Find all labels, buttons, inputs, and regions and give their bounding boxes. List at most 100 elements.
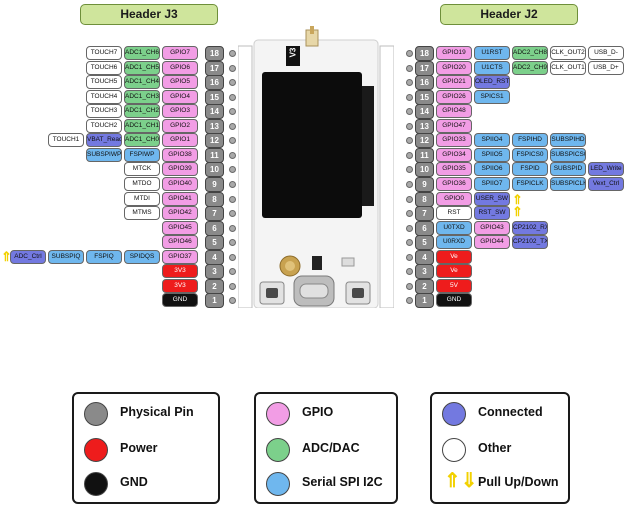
pin-function-label: FSPICS0 xyxy=(512,147,548,162)
pin-function-label: FSPIWP xyxy=(124,147,160,162)
pin-function-label: GPIO47 xyxy=(436,118,472,133)
pin-function-label: FSPICLK xyxy=(512,176,548,191)
header-pin-hole xyxy=(229,224,236,232)
pin-function-label: TOUCH2 xyxy=(86,118,122,133)
physical-pin-number: 11 xyxy=(415,147,434,163)
header-pin-hole xyxy=(229,297,236,305)
pin-function-label: GPIO36 xyxy=(436,176,472,191)
header-pin-hole xyxy=(229,93,236,101)
header-pin-hole xyxy=(229,79,236,87)
pin-function-label: GPIO39 xyxy=(162,162,198,177)
header-pin-hole xyxy=(229,239,236,247)
legend-label: Serial SPI I2C xyxy=(302,475,383,489)
pin-function-label: MTDO xyxy=(124,176,160,191)
header-j3-title: Header J3 xyxy=(80,4,218,25)
pin-function-label: USER_SW xyxy=(474,191,510,206)
pin-function-label: TOUCH5 xyxy=(86,75,122,90)
legend-box-status: Connected Other ⇑⇓ Pull Up/Down xyxy=(430,392,570,504)
pin-function-label: SUBSPID xyxy=(550,162,586,177)
header-pin-hole xyxy=(406,93,413,101)
header-pin-hole xyxy=(406,64,413,72)
physical-pin-number: 8 xyxy=(415,191,434,207)
pull-up-arrow-icon: ⇑ xyxy=(512,192,523,207)
pin-function-label: GND xyxy=(162,293,198,308)
physical-pin-number: 18 xyxy=(415,46,434,61)
header-pin-hole xyxy=(406,108,413,116)
pin-function-label: GPIO5 xyxy=(162,75,198,90)
header-pin-hole xyxy=(406,50,413,57)
pin-function-label: SPIIO6 xyxy=(474,162,510,177)
pin-function-label: TOUCH7 xyxy=(86,46,122,60)
pin-function-label: LED_Write xyxy=(588,162,624,177)
pin-function-label: FSPIHD xyxy=(512,133,548,148)
legend-label: GPIO xyxy=(302,405,334,419)
legend-label: Physical Pin xyxy=(120,405,194,419)
pin-function-label: SUBSPIHD xyxy=(550,133,586,148)
pin-function-label: 3V3 xyxy=(162,278,198,293)
pin-function-label: U1RST xyxy=(474,46,510,60)
pin-function-label: GPIO1 xyxy=(162,133,198,148)
physical-pin-number: 4 xyxy=(205,249,224,265)
physical-pin-number: 15 xyxy=(415,89,434,105)
pin-function-label: GPIO40 xyxy=(162,176,198,191)
header-pin-hole xyxy=(229,180,236,188)
header-pin-hole xyxy=(406,137,413,145)
pin-function-label: CLK_OUT1 xyxy=(550,60,586,75)
physical-pin-number: 7 xyxy=(415,206,434,222)
header-pin-hole xyxy=(406,268,413,276)
legend-swatch xyxy=(266,438,290,462)
header-pin-hole xyxy=(406,282,413,290)
pin-function-label: FSPID xyxy=(512,162,548,177)
pin-function-label: GPIO44 xyxy=(474,235,510,250)
header-pin-hole xyxy=(229,253,236,261)
header-pin-hole xyxy=(406,297,413,305)
header-pin-hole xyxy=(229,50,236,57)
physical-pin-number: 16 xyxy=(205,75,224,91)
pin-function-label: TOUCH6 xyxy=(86,60,122,75)
pin-function-label: SUBSPIQ xyxy=(48,249,84,264)
pin-function-label: GPIO4 xyxy=(162,89,198,104)
physical-pin-number: 4 xyxy=(415,249,434,265)
physical-pin-number: 2 xyxy=(205,278,224,294)
pin-function-label: ADC1_CH4 xyxy=(124,75,160,90)
pin-function-label: ADC1_CH6 xyxy=(124,46,160,60)
header-pin-hole xyxy=(406,79,413,87)
pin-function-label: GPIO48 xyxy=(436,104,472,119)
pin-function-label: CP2102_RX xyxy=(512,220,548,235)
physical-pin-number: 10 xyxy=(415,162,434,178)
pin-function-label: GPIO19 xyxy=(436,46,472,60)
legend-swatch xyxy=(84,438,108,462)
physical-pin-number: 17 xyxy=(205,60,224,76)
pin-function-label: ADC2_CH8 xyxy=(512,46,548,60)
pin-function-label: MTCK xyxy=(124,162,160,177)
physical-pin-number: 15 xyxy=(205,89,224,105)
legend-label: Other xyxy=(478,441,512,455)
header-pin-hole xyxy=(406,166,413,174)
physical-pin-number: 1 xyxy=(415,293,434,309)
pin-function-label: SPIDQS xyxy=(124,249,160,264)
pin-function-label: RST xyxy=(436,206,472,221)
pin-function-label: GPIO37 xyxy=(162,249,198,264)
physical-pin-number: 14 xyxy=(205,104,224,120)
pin-function-label: GPIO43 xyxy=(474,220,510,235)
pin-function-label: SUBSPIWP xyxy=(86,147,122,162)
physical-pin-number: 6 xyxy=(205,220,224,236)
physical-pin-number: 3 xyxy=(205,264,224,280)
pin-function-label: MTMS xyxy=(124,206,160,221)
pin-function-label: ADC1_CH3 xyxy=(124,89,160,104)
physical-pin-number: 6 xyxy=(415,220,434,236)
pin-function-label: TOUCH4 xyxy=(86,89,122,104)
header-pin-hole xyxy=(229,195,236,203)
header-pin-hole xyxy=(229,268,236,276)
pin-function-label: FSPIQ xyxy=(86,249,122,264)
legend-box-functions: GPIO ADC/DAC Serial SPI I2C xyxy=(254,392,398,504)
pin-function-label: GPIO33 xyxy=(436,133,472,148)
pin-function-label: 5V xyxy=(436,278,472,293)
pin-function-label: ADC1_CH5 xyxy=(124,60,160,75)
pull-up-arrow-icon: ⇑ xyxy=(1,249,12,264)
header-pin-hole xyxy=(406,224,413,232)
pin-function-label: GPIO2 xyxy=(162,118,198,133)
header-pin-hole xyxy=(229,64,236,72)
pin-function-label: ADC1_CH0 xyxy=(124,133,160,148)
pin-function-label: SPICS1 xyxy=(474,89,510,104)
